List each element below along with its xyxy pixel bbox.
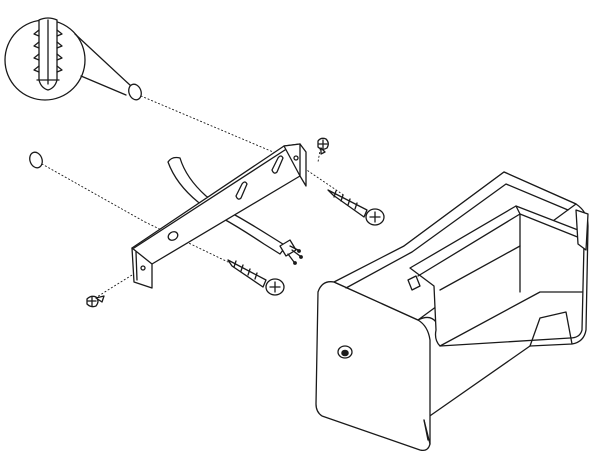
flange-hole-left	[140, 265, 146, 271]
bracket-slot-center	[235, 181, 248, 200]
small-screw-bottom	[86, 295, 105, 308]
wall-plug-magnified-icon	[33, 17, 63, 91]
wall-plug-detail-callout	[4, 17, 132, 101]
wood-screw-lower	[227, 259, 285, 296]
bracket-hole	[167, 231, 179, 241]
flange-hole-right	[293, 155, 299, 161]
mounting-bracket	[131, 143, 307, 289]
wood-screw-upper	[327, 189, 385, 226]
wall-plug-left	[29, 151, 43, 169]
front-screw-hole	[337, 345, 353, 359]
lamp-housing	[315, 171, 589, 452]
small-screw-top	[317, 137, 329, 155]
wall-plug-top	[128, 83, 142, 101]
bracket-slot-right	[271, 155, 284, 174]
